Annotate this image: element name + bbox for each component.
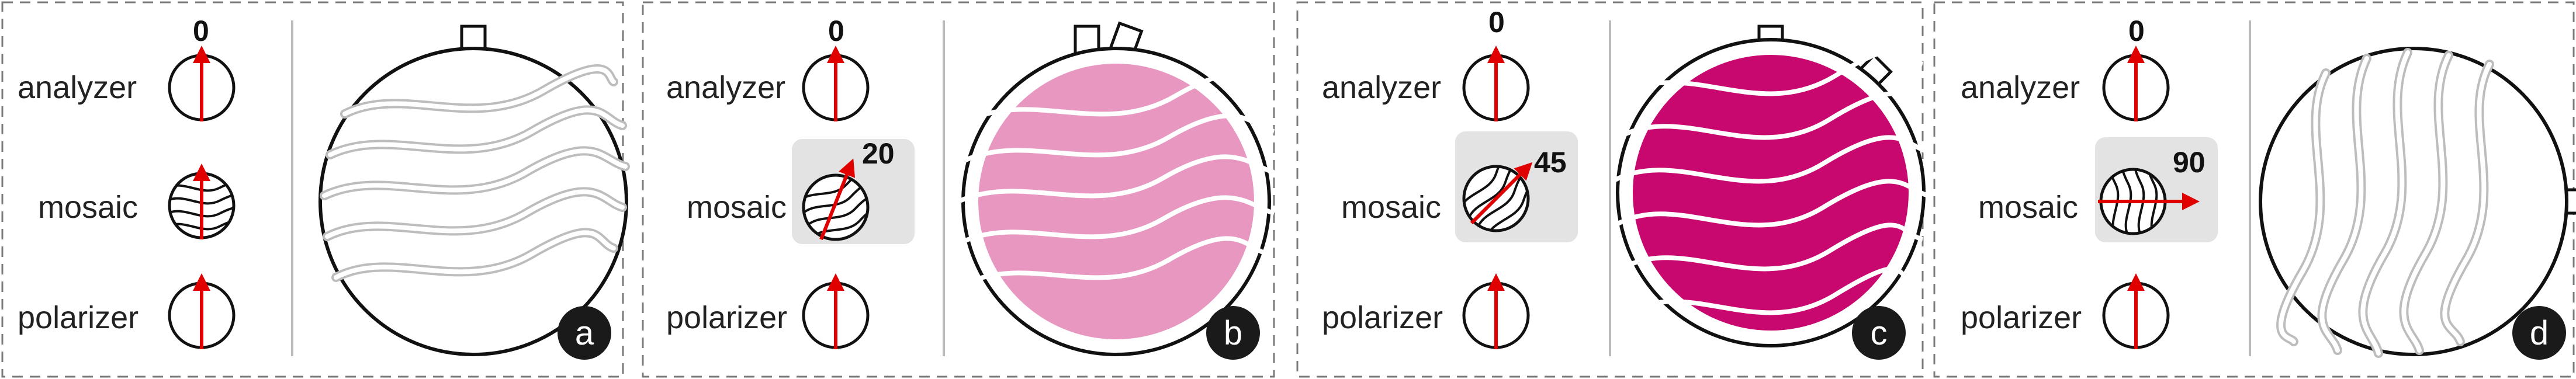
polarizer-disc [2102,273,2170,349]
mosaic-disc [1457,154,1539,239]
sample-view [1612,25,1930,347]
mosaic-angle: 45 [1534,146,1567,179]
panel-d: analyzer mosaic polarizer 0 90 [1933,1,2576,378]
mosaic-disc [795,158,877,241]
mosaic-angle: 20 [862,137,895,170]
polarizer-disc [802,273,870,349]
analyzer-angle: 0 [828,15,844,47]
panel-b-badge [1206,306,1260,360]
panel-a-badge [558,306,611,360]
analyzer-angle: 0 [1488,6,1505,39]
polarizer-label: polarizer [1961,300,2082,335]
analyzer-disc [2102,46,2170,121]
analyzer-angle: 0 [2128,15,2145,47]
mosaic-label: mosaic [687,190,787,225]
polarizer-disc [168,273,236,349]
analyzer-angle: 0 [193,15,209,47]
panel-b-border [642,1,1275,378]
analyzer-disc [168,46,236,121]
mosaic-axis-arrow [819,158,856,241]
mosaic-axis-arrow [1470,162,1533,225]
sample-view [957,21,1275,356]
panel-c: analyzer mosaic polarizer 0 45 [1296,1,1930,378]
panel-b: analyzer mosaic polarizer 0 20 [642,1,1275,378]
panel-d-badge-label: d [2530,314,2549,352]
polarizer-label: polarizer [18,300,139,335]
mosaic-disc [168,164,236,239]
mosaic-disc [2098,168,2200,235]
panel-b-badge-label: b [1224,314,1242,352]
sample-view [318,25,630,356]
analyzer-disc [1462,46,1530,121]
analyzer-label: analyzer [666,70,785,105]
analyzer-label: analyzer [1961,70,2080,105]
mosaic-label: mosaic [1978,190,2078,225]
polarizer-label: polarizer [666,300,787,335]
panel-c-badge [1852,306,1906,360]
polarizer-disc [1462,273,1530,349]
panel-a: analyzer mosaic polarizer 0 [1,1,630,378]
panel-a-badge-label: a [575,314,594,352]
sample-view [2259,47,2576,358]
mosaic-label: mosaic [1341,190,1441,225]
mosaic-angle: 90 [2173,146,2205,179]
mosaic-label: mosaic [38,190,138,225]
analyzer-label: analyzer [18,70,137,105]
panel-c-badge-label: c [1871,314,1888,352]
analyzer-disc [802,46,870,121]
analyzer-label: analyzer [1322,70,1441,105]
polarizer-label: polarizer [1322,300,1443,335]
panel-d-badge [2512,306,2566,360]
